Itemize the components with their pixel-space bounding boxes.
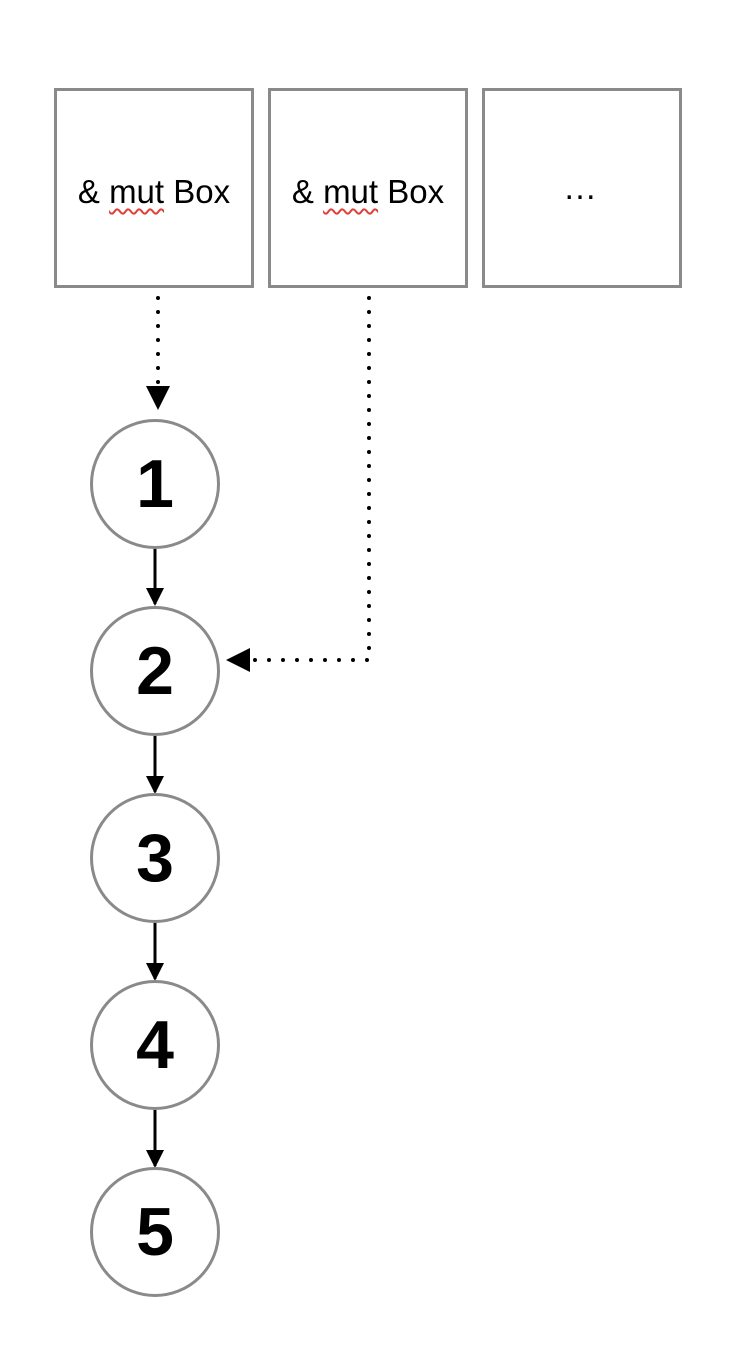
cell-1-label: & mut Box — [57, 173, 251, 211]
vec-cell-2: & mut Box — [268, 88, 468, 288]
vec-cell-1: & mut Box — [54, 88, 254, 288]
list-node-4: 4 — [90, 980, 220, 1110]
node-5-label: 5 — [136, 1194, 174, 1270]
node-3-label: 3 — [136, 820, 174, 896]
node-2-label: 2 — [136, 633, 174, 709]
list-node-3: 3 — [90, 793, 220, 923]
node-1-label: 1 — [136, 446, 174, 522]
node-4-label: 4 — [136, 1007, 174, 1083]
cell-ellipsis: … — [563, 169, 601, 207]
cell-2-prefix: & — [291, 173, 324, 210]
cell-2-word: mut — [323, 173, 379, 210]
cell-1-prefix: & — [77, 173, 110, 210]
cell-1-suffix: Box — [164, 173, 231, 210]
vec-cell-more: … — [482, 88, 682, 288]
list-node-5: 5 — [90, 1167, 220, 1297]
cell-2-label: & mut Box — [271, 173, 465, 211]
cell-2-suffix: Box — [378, 173, 445, 210]
list-node-1: 1 — [90, 419, 220, 549]
cell-1-word: mut — [109, 173, 165, 210]
pointer-cell2-to-node2 — [226, 296, 371, 672]
list-node-2: 2 — [90, 606, 220, 736]
